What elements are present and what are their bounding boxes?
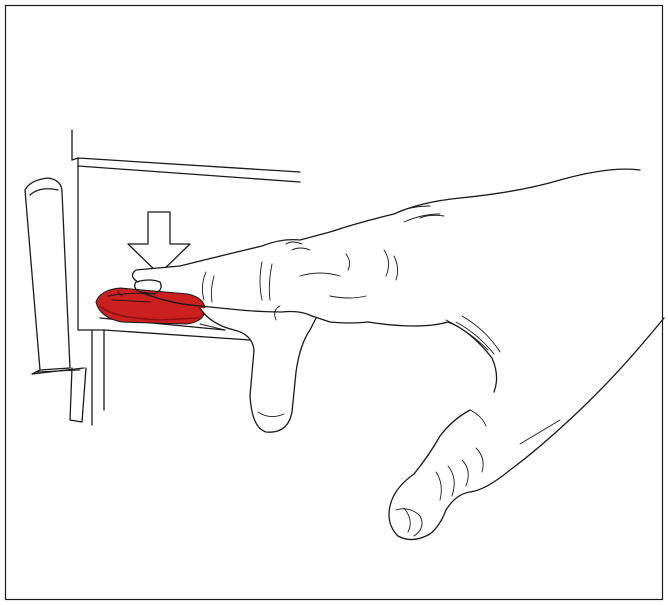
hand-drawing	[131, 168, 665, 541]
figure-border	[4, 4, 664, 601]
hinged-cover	[24, 177, 87, 423]
down-arrow-icon	[127, 211, 191, 275]
